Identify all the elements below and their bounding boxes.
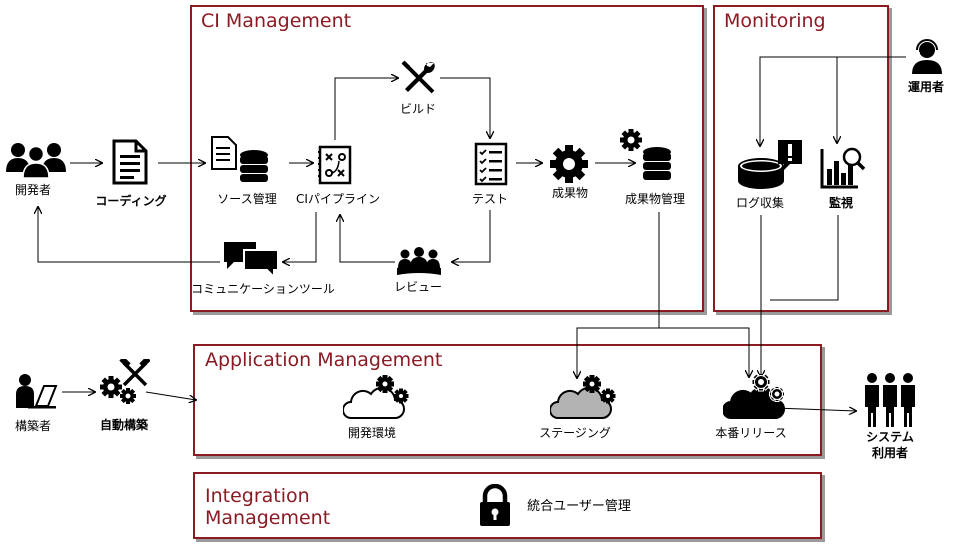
review-group-icon [397,247,441,275]
system-users-label-line1: システム [866,430,914,444]
log-collection-icon [738,140,802,189]
operator-label: 運用者 [907,80,945,94]
test-checklist-icon [474,142,508,186]
application-management-panel: Application Management [193,344,822,456]
dev-environment-cloud-icon [343,375,409,419]
source-management-label: ソース管理 [217,192,277,206]
build-label: ビルド [399,102,437,116]
monitor-chart-icon [820,147,866,189]
system-users-icon [865,373,915,427]
review-label: レビュー [393,280,443,294]
monitoring-title: Monitoring [724,10,826,32]
integration-management-title-line2: Management [205,507,331,529]
application-management-title: Application Management [205,349,443,371]
system-users-label-line2: 利用者 [871,446,909,460]
staging-label: ステージング [539,426,611,440]
source-management-icon [211,136,268,182]
developer-group-icon [6,143,66,179]
artifact-management-icon [620,129,671,180]
production-release-label: 本番リリース [715,426,787,440]
integrated-user-management-label: 統合ユーザー管理 [527,499,631,514]
communication-tool-label: コミュニケーションツール [191,282,335,296]
builder-label: 構築者 [14,419,52,433]
developer-label: 開発者 [14,183,52,197]
auto-build-label: 自動構築 [99,418,149,432]
ci-management-title: CI Management [201,10,352,32]
build-tools-icon [401,60,435,94]
lock-icon [480,484,510,526]
coding-label: コーディング [95,194,167,208]
artifact-label: 成果物 [551,186,589,200]
coding-document-icon [112,139,148,185]
monitor-label: 監視 [828,196,854,210]
builder-laptop-icon [16,374,58,409]
test-label: テスト [471,192,509,206]
ci-pipeline-label: CIパイプライン [296,192,380,206]
integration-management-title-line1: Integration [205,485,310,507]
artifact-gear-icon [550,145,588,183]
ci-pipeline-icon [318,145,352,185]
auto-build-icon [100,359,150,404]
operator-headset-icon [912,39,942,74]
dev-environment-label: 開発環境 [347,426,397,440]
communication-chat-icon [224,242,279,278]
production-cloud-icon [723,374,785,419]
log-collection-label: ログ収集 [735,196,785,210]
artifact-management-label: 成果物管理 [624,192,686,206]
staging-cloud-icon [550,375,616,419]
